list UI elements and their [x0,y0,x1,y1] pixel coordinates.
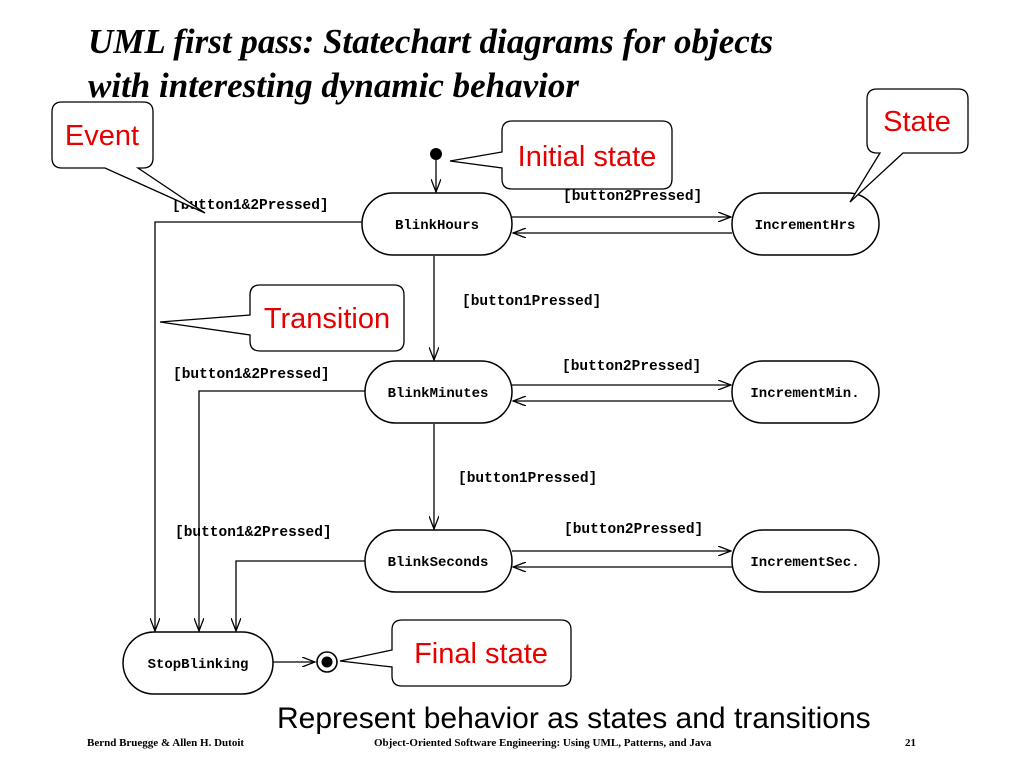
state-stop-blinking-label: StopBlinking [148,657,249,673]
callout-final-state-label: Final state [414,638,548,670]
transition-hours-to-stop [155,221,362,631]
final-state-icon [316,651,338,673]
state-stop-blinking: StopBlinking [122,631,274,695]
footer-book-title: Object-Oriented Software Engineering: Us… [374,737,712,749]
state-blink-hours-label: BlinkHours [395,218,479,234]
state-increment-hrs: IncrementHrs [731,192,880,256]
callout-transition-label: Transition [264,303,390,335]
state-increment-min-label: IncrementMin. [750,386,859,402]
guard-button1-2-minutes: [button1&2Pressed] [173,367,330,383]
state-increment-hrs-label: IncrementHrs [755,218,856,234]
footer-authors: Bernd Bruegge & Allen H. Dutoit [87,737,245,749]
slide-subtitle: Represent behavior as states and transit… [277,702,871,735]
state-blink-minutes: BlinkMinutes [364,360,513,424]
guard-button2-seconds: [button2Pressed] [564,522,703,538]
state-blink-minutes-label: BlinkMinutes [388,386,489,402]
guard-button2-minutes: [button2Pressed] [562,359,701,375]
state-blink-seconds-label: BlinkSeconds [388,555,489,571]
state-increment-min: IncrementMin. [731,360,880,424]
slide-title-line-2: with interesting dynamic behavior [88,66,580,105]
slide-title: UML first pass: Statechart diagrams for … [88,20,988,108]
callout-event: Event [51,101,206,214]
guard-button1-minutes-to-seconds: [button1Pressed] [458,471,597,487]
state-increment-sec: IncrementSec. [731,529,880,593]
state-increment-sec-label: IncrementSec. [750,555,859,571]
callout-transition: Transition [159,284,405,352]
guard-button1-2-seconds: [button1&2Pressed] [175,525,332,541]
callout-initial-state: Initial state [449,120,673,190]
guard-button2-hours: [button2Pressed] [563,189,702,205]
transition-seconds-to-stop [236,560,365,631]
initial-state-dot [430,148,442,160]
callout-state-label: State [883,106,951,138]
state-blink-hours: BlinkHours [361,192,513,256]
state-blink-seconds: BlinkSeconds [364,529,513,593]
callout-initial-state-label: Initial state [518,141,657,173]
footer-page-number: 21 [905,737,916,749]
guard-button1-hours-to-minutes: [button1Pressed] [462,294,601,310]
slide-title-line-1: UML first pass: Statechart diagrams for … [88,22,774,61]
guard-button1-2-hours: [button1&2Pressed] [172,198,329,214]
callout-state: State [849,88,969,203]
transition-minutes-to-stop [199,390,365,631]
callout-event-label: Event [65,120,139,152]
callout-final-state: Final state [339,619,572,687]
